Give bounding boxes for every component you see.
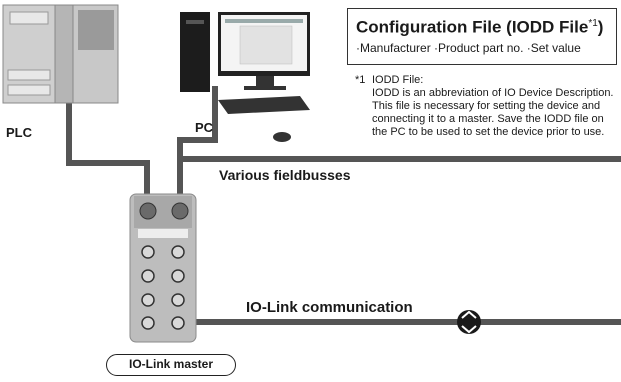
note-body: IODD is an abbreviation of IO Device Des… bbox=[372, 87, 614, 138]
config-items: ·Manufacturer ·Product part no. ·Set val… bbox=[356, 40, 581, 55]
iolink-master-label: IO-Link master bbox=[106, 354, 236, 376]
plc-cable bbox=[66, 82, 150, 205]
note-mark: *1 bbox=[355, 74, 366, 86]
pc-device bbox=[180, 12, 310, 142]
iodd-note: IODD File: IODD is an abbreviation of IO… bbox=[372, 74, 618, 139]
note-heading: IODD File: bbox=[372, 74, 424, 86]
plc-label: PLC bbox=[6, 125, 32, 140]
iolink-master-device bbox=[129, 193, 197, 343]
fieldbus-cables bbox=[66, 82, 621, 205]
config-title: Configuration File (IODD File*1) bbox=[356, 17, 604, 37]
config-file-box: Configuration File (IODD File*1) ·Manufa… bbox=[347, 8, 617, 65]
plc-device bbox=[2, 4, 119, 104]
config-title-sup: *1 bbox=[588, 18, 598, 29]
pc-cable bbox=[177, 86, 218, 205]
fieldbusses-label: Various fieldbusses bbox=[219, 167, 351, 183]
iolink-device-icon bbox=[457, 310, 481, 334]
iolink-label: IO-Link communication bbox=[246, 299, 413, 316]
pc-label: PC bbox=[195, 120, 214, 135]
